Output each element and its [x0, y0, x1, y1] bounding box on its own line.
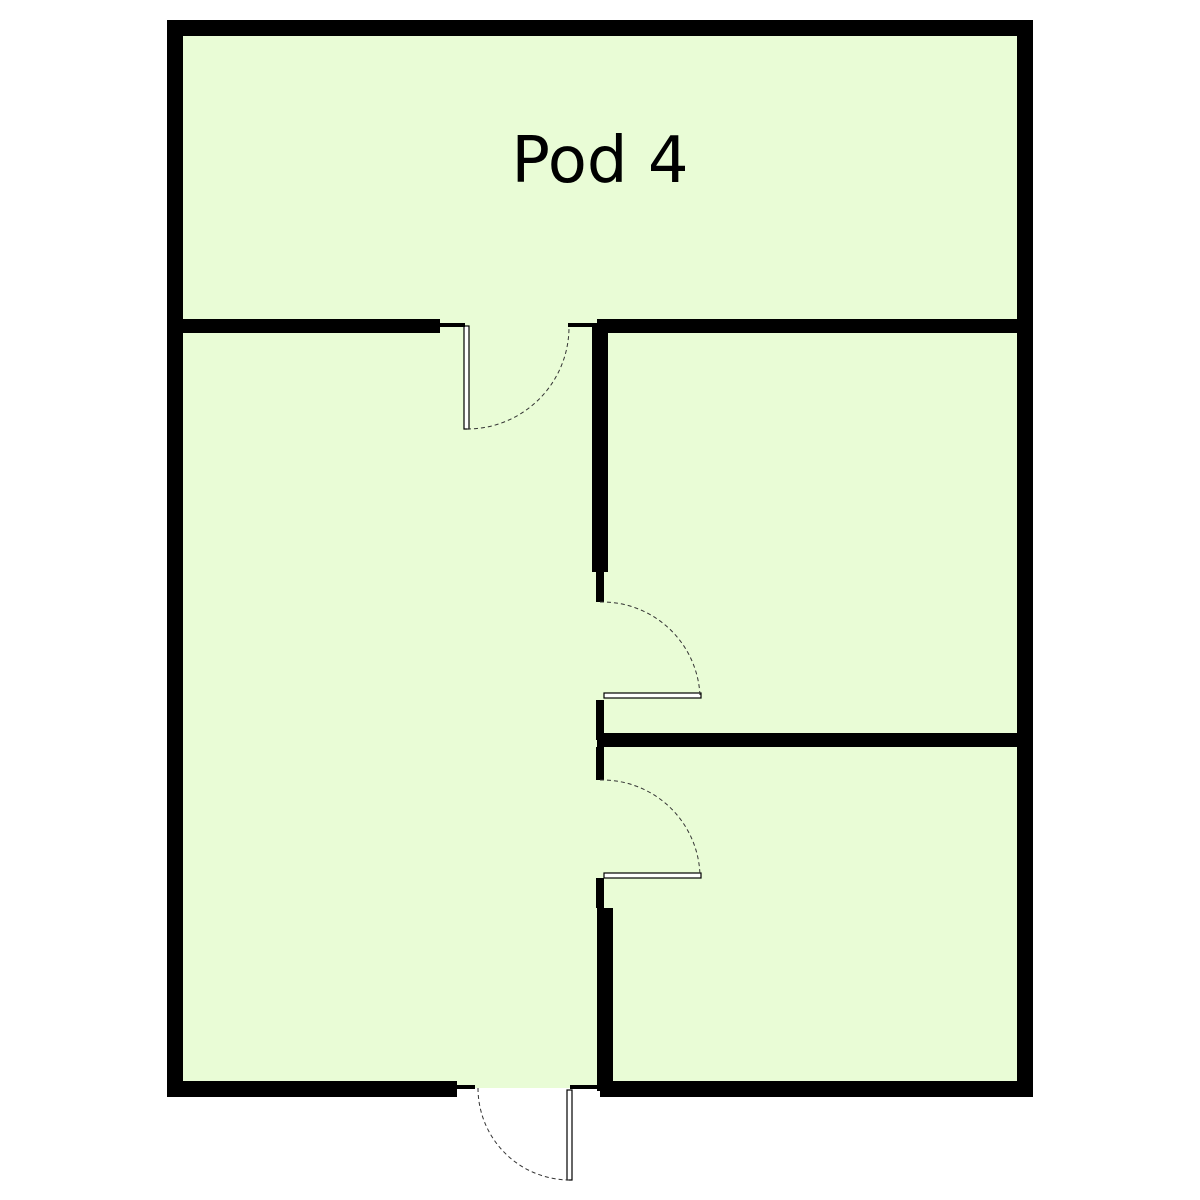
entrance-jamb-right — [570, 1085, 598, 1089]
jamb-3 — [596, 700, 604, 740]
wall-corridor-upper — [592, 326, 608, 572]
floor-areas — [175, 28, 1025, 1088]
jamb-1 — [430, 319, 440, 333]
door-leaf-entrance — [566, 1089, 573, 1181]
door-entrance — [457, 1085, 598, 1181]
door-swing-bottom — [599, 779, 701, 877]
wall-outer-bottom-right — [600, 1081, 1033, 1097]
entrance-jamb-left — [457, 1085, 475, 1089]
wall-top-divider-right — [597, 319, 1025, 333]
wall-corridor-lower — [597, 908, 613, 1091]
wall-outer-left — [167, 20, 183, 1097]
wall-right-divider — [597, 733, 1025, 747]
room-left-floor — [175, 326, 600, 1088]
room-bottom-right-floor — [600, 740, 1025, 1088]
door-leaf-bottom — [603, 872, 702, 879]
wall-outer-top — [167, 20, 1033, 36]
door-leaf-middle — [603, 692, 702, 699]
jamb-4 — [596, 747, 604, 780]
room-middle-right-floor — [600, 326, 1025, 740]
door-swing-entrance — [477, 1087, 570, 1181]
walls — [167, 20, 1033, 1097]
doors — [440, 323, 702, 1181]
room-top-floor — [175, 28, 1025, 326]
door-top-corridor — [440, 323, 598, 430]
door-swing-top — [466, 325, 570, 430]
door-leaf-top — [463, 325, 470, 430]
wall-outer-right — [1017, 20, 1033, 1097]
room-label-pod: Pod 4 — [511, 124, 688, 198]
entrance-threshold — [455, 1080, 570, 1088]
door-top-jamb-right — [568, 323, 598, 327]
door-middle-right — [599, 601, 702, 699]
door-top-jamb-left — [440, 323, 465, 327]
jamb-2 — [596, 572, 604, 602]
wall-outer-bottom-left — [167, 1081, 457, 1097]
wall-top-divider-left — [175, 319, 440, 333]
door-bottom-right — [599, 779, 702, 879]
jamb-5 — [596, 878, 604, 908]
